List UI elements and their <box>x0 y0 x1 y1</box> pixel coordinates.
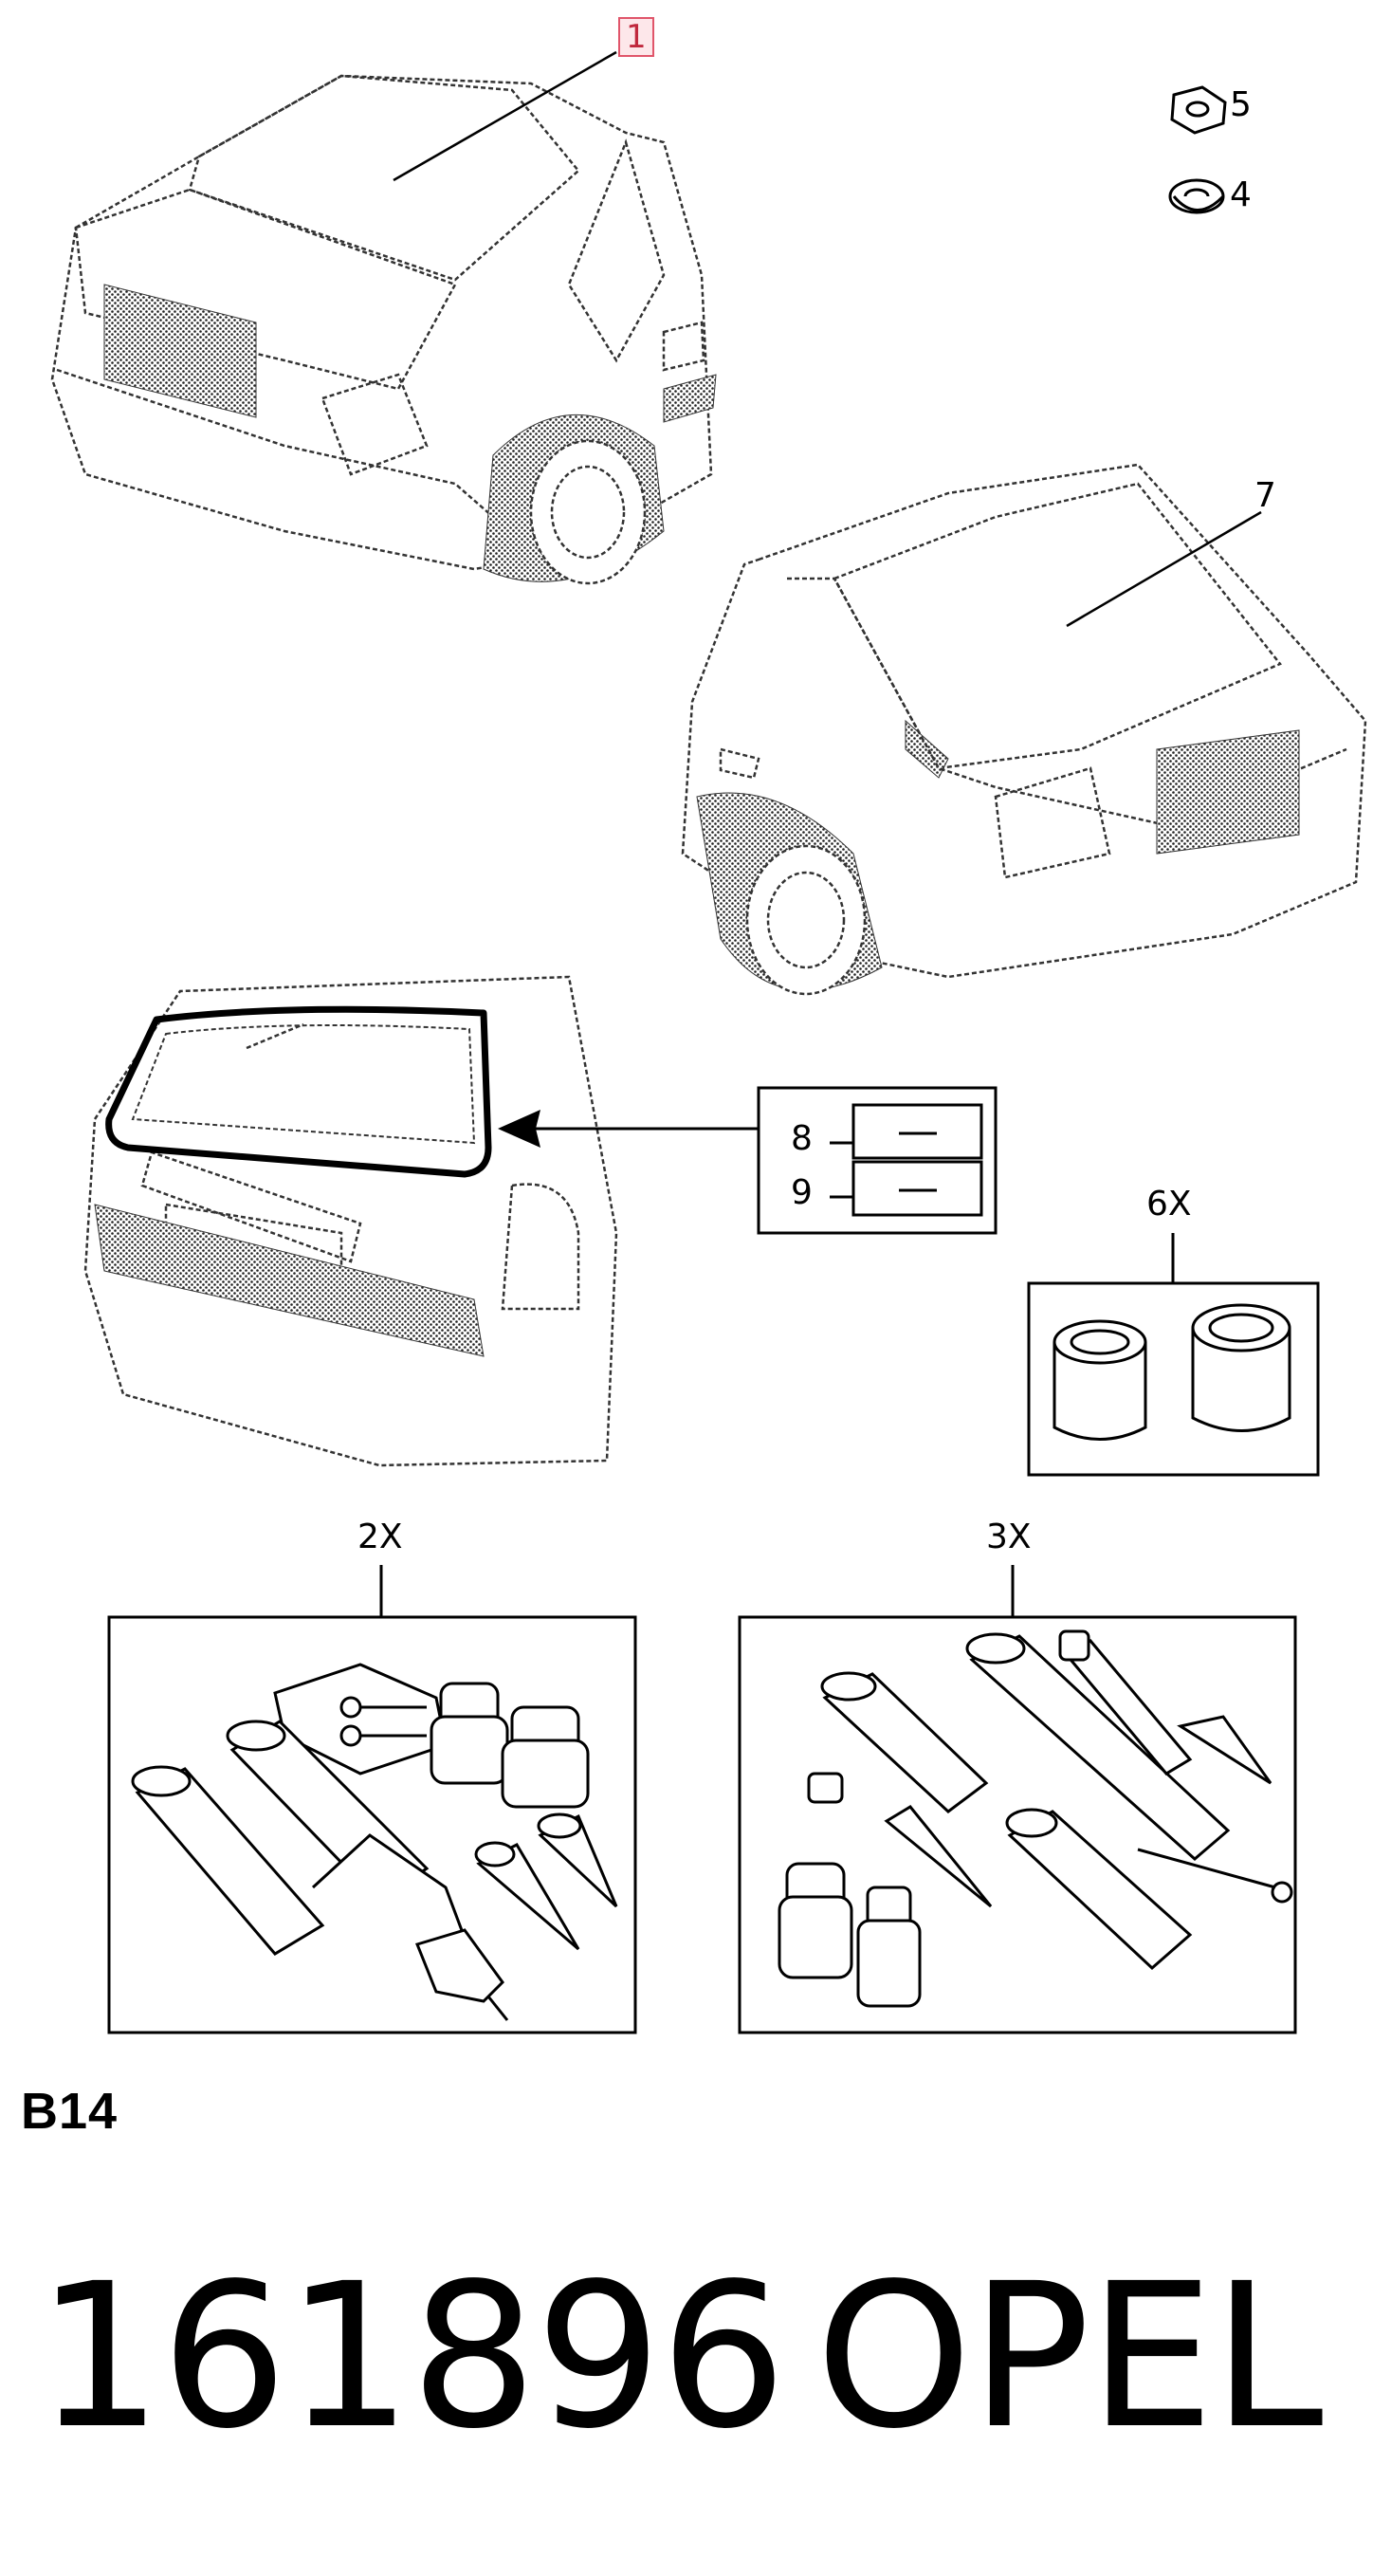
tailgate-glass-inner <box>131 1024 476 1145</box>
callout-3x[interactable]: 3X <box>986 1518 1032 1556</box>
arrow-head-icon <box>498 1110 540 1148</box>
parts-diagram <box>50 50 1367 2034</box>
callout-6x[interactable]: 6X <box>1146 1185 1192 1224</box>
callout-1[interactable]: 1 <box>618 17 654 57</box>
callout-5[interactable]: 5 <box>1230 85 1252 124</box>
adhesive-kit-3x-illustration <box>778 1629 1293 2008</box>
leader-line-1 <box>393 50 617 182</box>
bushing-icon <box>1053 1319 1147 1441</box>
tailgate-seal-outline <box>105 1005 492 1178</box>
variant-cell-8 <box>851 1103 983 1160</box>
callout-2x[interactable]: 2X <box>357 1518 403 1556</box>
variant-cell-9 <box>851 1160 983 1217</box>
callout-4[interactable]: 4 <box>1230 175 1252 214</box>
leader-line-7 <box>1066 510 1262 628</box>
callout-7[interactable]: 7 <box>1254 476 1276 515</box>
callout-9[interactable]: 9 <box>791 1173 813 1212</box>
sedan-rear-illustration <box>50 74 717 585</box>
section-code: B14 <box>21 2083 119 2140</box>
callout-8[interactable]: 8 <box>791 1119 813 1158</box>
estate-tailgate-illustration <box>83 975 618 1467</box>
part-number: 161896 <box>36 2240 787 2473</box>
nut-icon <box>1170 85 1227 135</box>
brand-name: OPEL <box>815 2240 1324 2473</box>
adhesive-kit-2x-illustration <box>131 1663 618 2021</box>
bushing-icon <box>1191 1303 1291 1432</box>
hatchback-rear-illustration <box>681 463 1367 996</box>
washer-icon <box>1168 178 1225 214</box>
